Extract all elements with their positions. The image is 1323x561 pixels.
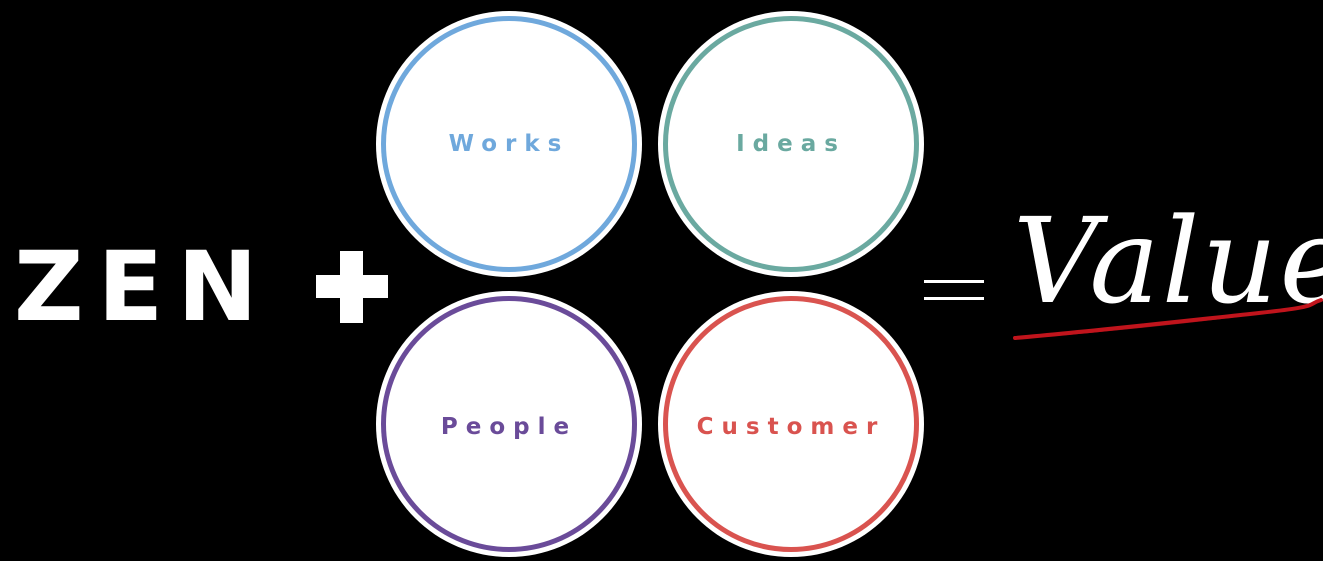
- circle-people: People: [376, 291, 642, 557]
- circle-works-label: Works: [448, 131, 570, 157]
- equals-bottom-line: [924, 297, 984, 300]
- circle-customer-label: Customer: [696, 414, 886, 440]
- value-underline: [1013, 298, 1323, 340]
- value-word: Value: [1013, 192, 1323, 330]
- circle-works: Works: [376, 11, 642, 277]
- circle-people-ring: [381, 296, 637, 552]
- circle-people-label: People: [440, 414, 578, 440]
- plus-vertical-bar: [340, 251, 363, 323]
- circle-ideas: Ideas: [658, 11, 924, 277]
- zen-text: ZEN: [14, 231, 272, 343]
- zen-label: ZEN: [14, 232, 272, 342]
- value-result: Value: [1005, 190, 1323, 350]
- equals-sign: [924, 280, 984, 302]
- circle-ideas-ring: [663, 16, 919, 272]
- circle-ideas-label: Ideas: [736, 131, 846, 157]
- circle-customer-ring: [663, 296, 919, 552]
- plus-sign: [316, 251, 388, 323]
- equals-top-line: [924, 280, 984, 283]
- circle-works-ring: [381, 16, 637, 272]
- circle-customer: Customer: [658, 291, 924, 557]
